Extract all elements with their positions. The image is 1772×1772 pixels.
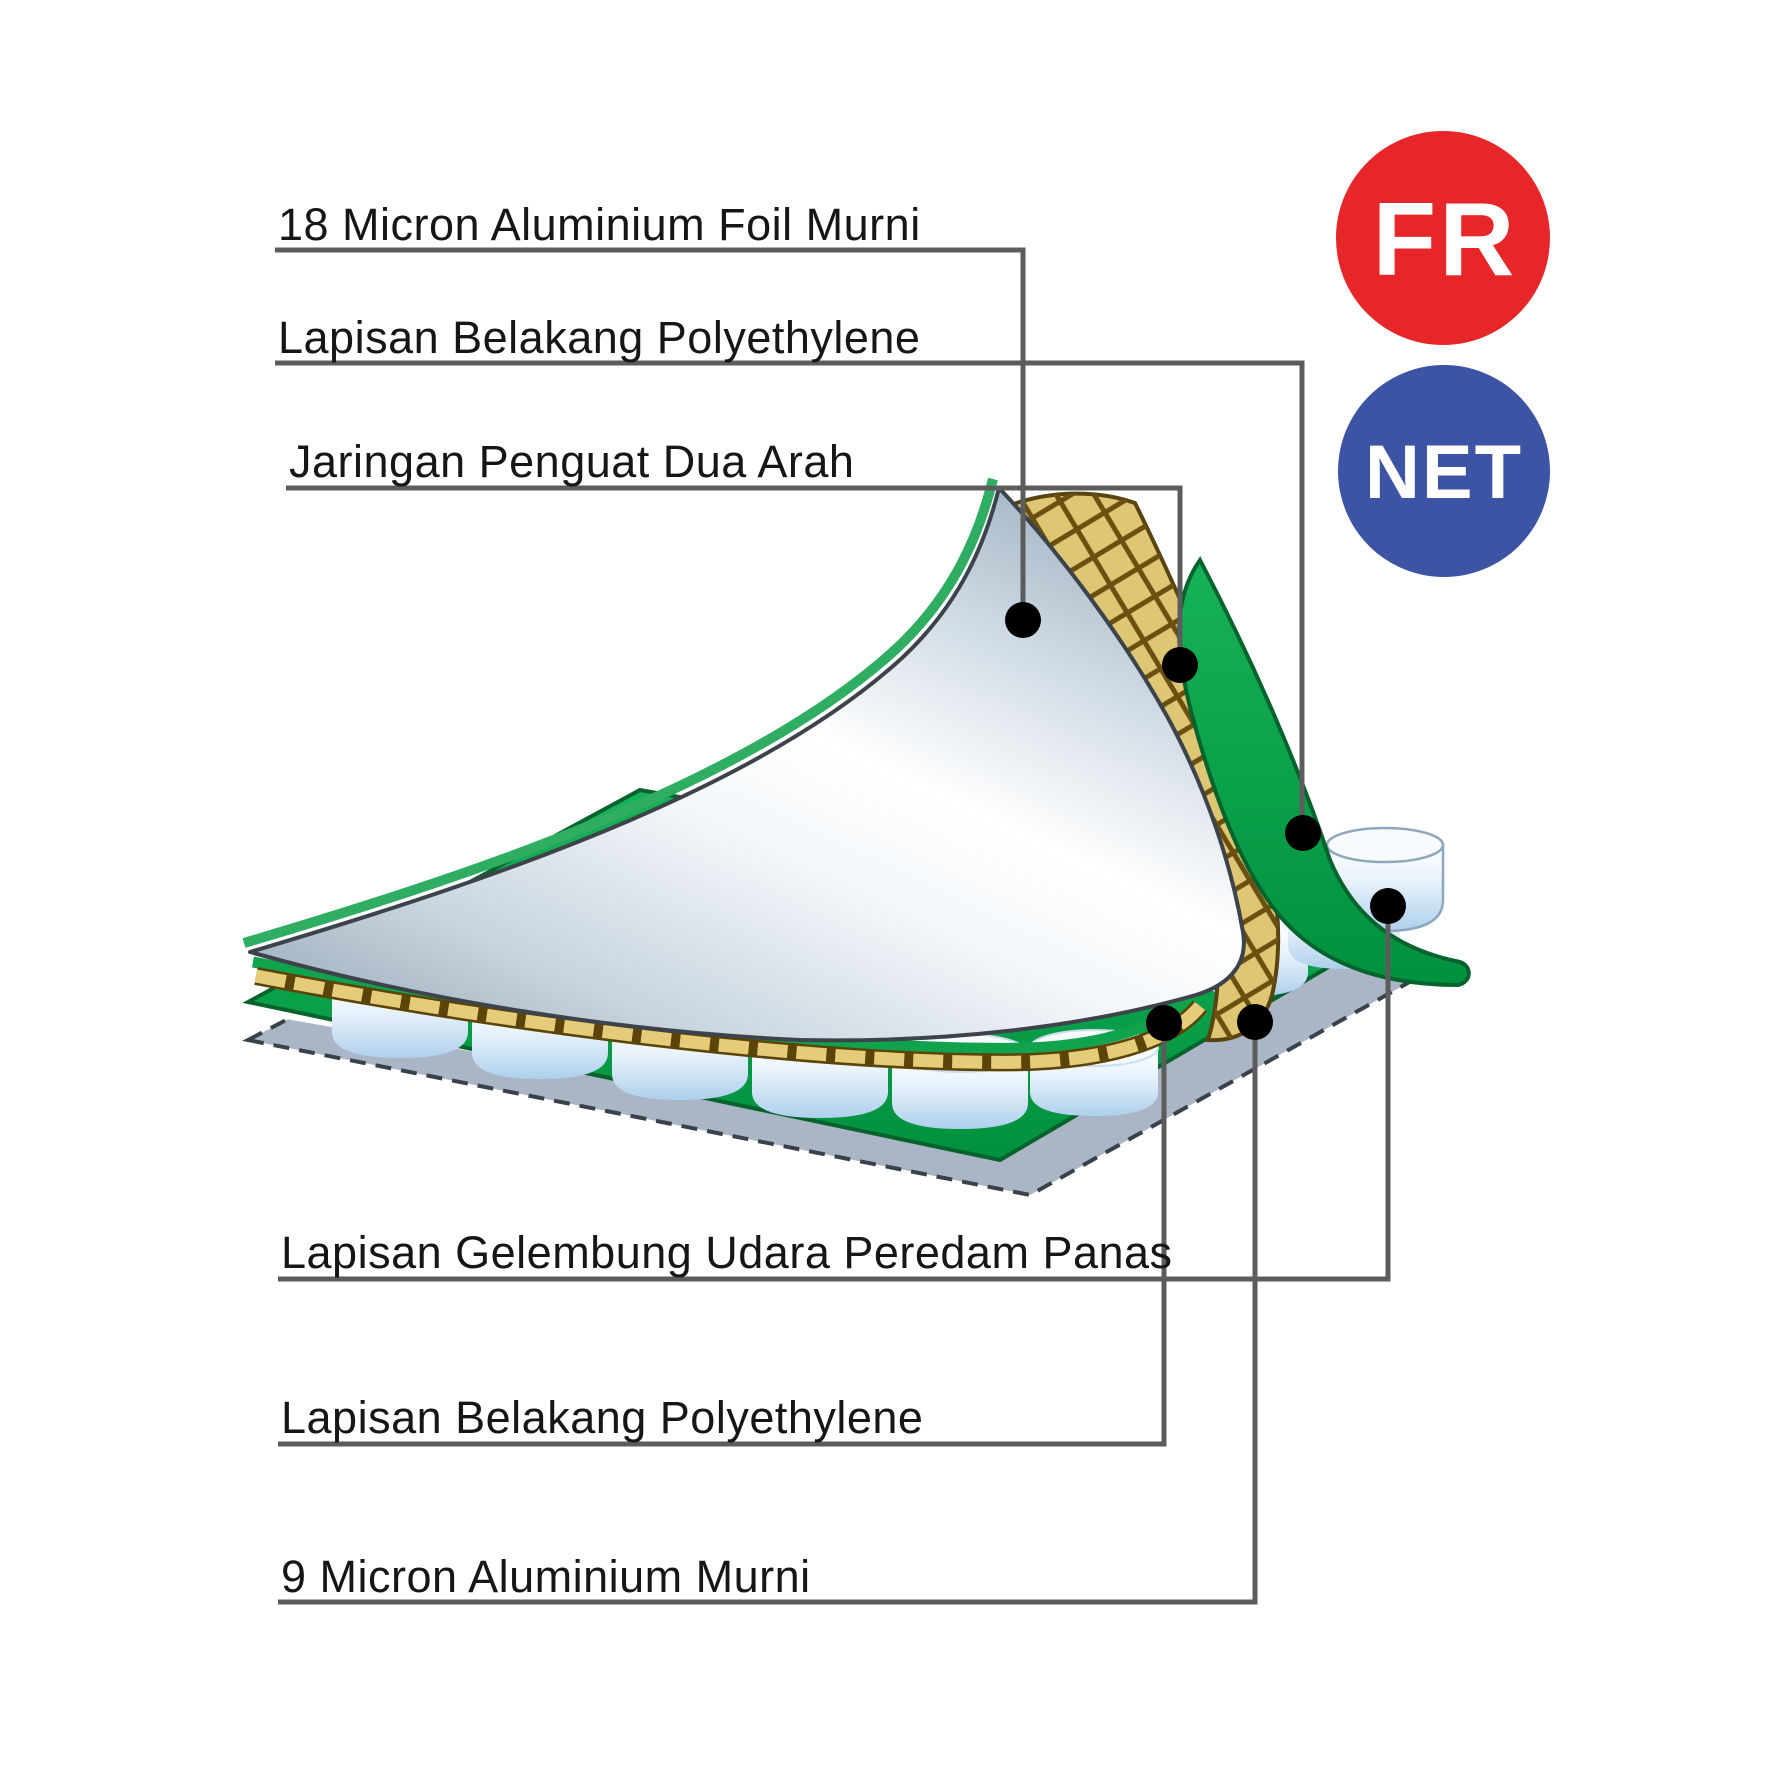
dot-foil18-icon — [1005, 602, 1041, 638]
dot-pe-top-icon — [1285, 815, 1321, 851]
net-badge-label: NET — [1365, 430, 1523, 515]
label-foil18: 18 Micron Aluminium Foil Murni — [278, 199, 921, 250]
dot-alu9-icon — [1237, 1004, 1273, 1040]
label-pe-top: Lapisan Belakang Polyethylene — [278, 312, 920, 363]
leader-pe-top — [275, 360, 1305, 833]
label-alu9: 9 Micron Aluminium Murni — [281, 1551, 811, 1602]
leader-lines — [275, 247, 1391, 1605]
fr-badge: FR — [1336, 131, 1550, 345]
leader-bubble — [278, 905, 1391, 1282]
polyethylene-curl-layer — [1177, 556, 1471, 988]
label-mesh: Jaringan Penguat Dua Arah — [289, 436, 854, 487]
dot-mesh-icon — [1162, 647, 1198, 683]
net-badge: NET — [1338, 365, 1550, 577]
leader-alu9 — [278, 1022, 1258, 1605]
foil-top-green-rim — [242, 477, 998, 948]
label-bubble: Lapisan Gelembung Udara Peredam Panas — [281, 1227, 1173, 1278]
leader-mesh — [286, 485, 1183, 665]
net-badge-circle — [1338, 365, 1550, 577]
leader-pe-bottom — [278, 1023, 1167, 1447]
aluminium-foil-layer — [248, 486, 1246, 1043]
label-pe-bottom: Lapisan Belakang Polyethylene — [281, 1392, 923, 1443]
fr-badge-circle — [1336, 131, 1550, 345]
callout-dots — [1005, 602, 1406, 1041]
fr-badge-label: FR — [1373, 182, 1518, 298]
mesh-edge-strip — [254, 967, 1208, 1072]
dot-pe-bottom-icon — [1146, 1005, 1182, 1041]
leader-foil18 — [275, 247, 1026, 620]
dot-bubble-icon — [1370, 888, 1406, 924]
